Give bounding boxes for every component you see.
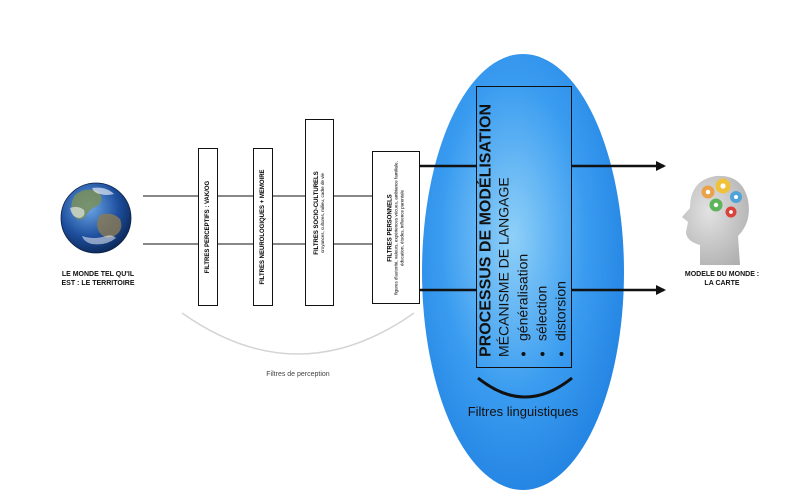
perception-arc — [181, 312, 415, 355]
process-subtitle: MÉCANISME DE LANGAGE — [495, 177, 512, 357]
process-items: généralisation sélection distorsion — [514, 97, 571, 357]
process-item: généralisation — [514, 97, 533, 341]
territory-label: LE MONDE TEL QU'IL EST : LE TERRITOIRE — [61, 271, 135, 287]
process-item: distorsion — [552, 97, 571, 341]
filter-title: FILTRES SOCIO-CULTURELS — [313, 170, 320, 255]
filter-subtitle: figures d'autorité, valeurs, expériences… — [393, 160, 404, 295]
filter-box-perceptive: FILTRES PERCEPTIFS : VAK/OG — [198, 148, 218, 306]
linguistic-filter-ellipse — [422, 54, 624, 490]
filter-box-neurological: FILTRES NEUROLOGIQUES + MEMOIRE — [253, 148, 273, 306]
filter-box-personal: FILTRES PERSONNELS figures d'autorité, v… — [372, 151, 420, 304]
perception-label: Filtres de perception — [266, 371, 330, 378]
process-connectors — [420, 164, 476, 292]
filter-box-socio-cultural: FILTRES SOCIO-CULTURELS croyances, cultu… — [305, 119, 334, 306]
process-item: sélection — [533, 97, 552, 341]
modeling-process-box: PROCESSUS DE MODÉLISATION MÉCANISME DE L… — [476, 86, 572, 368]
filter-title: FILTRES PERCEPTIFS : VAK/OG — [205, 180, 211, 274]
head-gears-icon — [682, 175, 749, 265]
linguistic-arc — [477, 376, 573, 399]
filter-title: FILTRES NEUROLOGIQUES + MEMOIRE — [260, 169, 266, 285]
map-label: MODELE DU MONDE : LA CARTE — [684, 271, 760, 287]
earth-globe-icon — [60, 182, 132, 254]
connector-lines — [143, 195, 372, 245]
filter-subtitle: croyances, cultures, milieu, cadre de vi… — [319, 172, 325, 253]
output-arrows — [572, 161, 666, 295]
process-title: PROCESSUS DE MODÉLISATION — [477, 103, 495, 357]
linguistic-filters-label: Filtres linguistiques — [467, 404, 579, 419]
